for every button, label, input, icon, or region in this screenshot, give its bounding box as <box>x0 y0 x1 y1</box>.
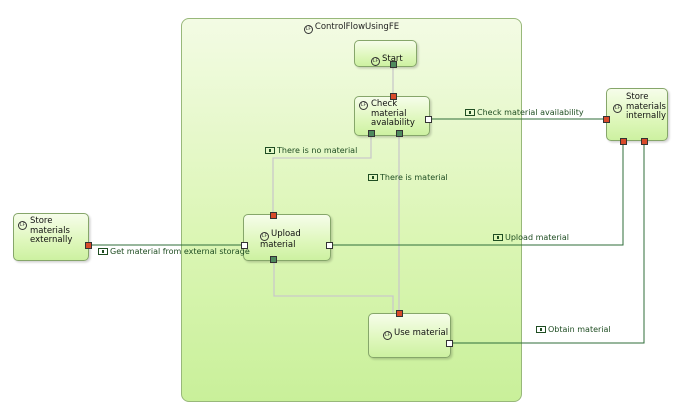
port-check-out-right[interactable] <box>396 130 403 137</box>
port-use-in[interactable] <box>396 310 403 317</box>
node-upload-label: Upload material <box>260 228 301 250</box>
node-check-label: Check material avalability <box>371 99 415 128</box>
lf-icon: LF <box>613 104 622 113</box>
data-flow-icon <box>368 174 378 181</box>
label-no-material[interactable]: There is no material <box>265 146 357 155</box>
flow-no-material[interactable] <box>272 136 372 215</box>
data-flow-icon <box>465 109 475 116</box>
label-is-material-text: There is material <box>380 173 448 182</box>
port-start-in-check[interactable] <box>390 93 397 100</box>
label-obtain-material[interactable]: Obtain material <box>536 325 611 334</box>
lf-icon: LF <box>18 221 27 230</box>
data-flow-icon <box>98 248 108 255</box>
lf-icon: LF <box>383 330 392 340</box>
port-upload-data-right[interactable] <box>326 242 333 249</box>
lf-icon: LF <box>371 56 380 66</box>
label-obtain-material-text: Obtain material <box>548 325 611 334</box>
port-start-out[interactable] <box>390 61 397 68</box>
node-store-external-label: Store materials externally <box>30 216 73 245</box>
label-get-external[interactable]: Get material from external storage <box>98 247 250 256</box>
port-upload-in[interactable] <box>270 212 277 219</box>
node-start-label: Start <box>382 53 403 64</box>
node-use-label: Use material <box>394 327 449 338</box>
node-store-internally[interactable]: LF Store materials internally <box>606 88 668 141</box>
node-check-material[interactable]: LF Check material avalability <box>354 96 430 136</box>
port-check-data-out[interactable] <box>425 116 432 123</box>
label-get-external-text: Get material from external storage <box>110 247 250 256</box>
label-is-material[interactable]: There is material <box>368 173 448 182</box>
dataflow-obtain-material[interactable] <box>451 141 645 344</box>
label-check-availability[interactable]: Check material availability <box>465 108 584 117</box>
node-store-externally[interactable]: LF Store materials externally <box>13 213 89 261</box>
port-use-data-out[interactable] <box>446 340 453 347</box>
lf-icon: LF <box>303 25 313 34</box>
dataflow-upload-material[interactable] <box>331 141 624 246</box>
data-flow-icon <box>493 234 503 241</box>
label-no-material-text: There is no material <box>277 146 358 155</box>
container-title-text: ControlFlowUsingFE <box>314 22 400 32</box>
data-flow-icon <box>265 147 275 154</box>
port-store-internal-in-bottom1[interactable] <box>620 138 627 145</box>
data-flow-icon <box>536 326 546 333</box>
label-upload-material[interactable]: Upload material <box>493 233 569 242</box>
flow-upload-to-use[interactable] <box>273 261 394 313</box>
node-store-internal-label: Store materials internally <box>626 92 667 121</box>
label-check-availability-text: Check material availability <box>477 108 584 117</box>
port-store-external-in[interactable] <box>85 242 92 249</box>
lf-icon: LF <box>359 101 368 110</box>
port-check-out-left[interactable] <box>368 130 375 137</box>
label-upload-material-text: Upload material <box>505 233 569 242</box>
port-upload-data-left[interactable] <box>241 242 248 249</box>
port-store-internal-in-left[interactable] <box>603 116 610 123</box>
port-store-internal-in-bottom2[interactable] <box>641 138 648 145</box>
port-upload-out[interactable] <box>270 256 277 263</box>
